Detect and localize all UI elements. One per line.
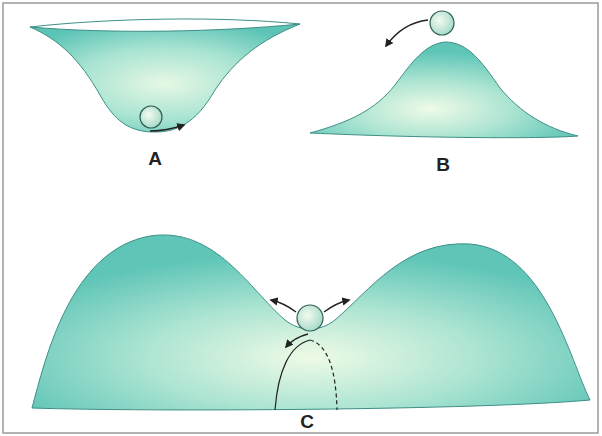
- panel-letter: A: [148, 149, 162, 168]
- hill-surface: [310, 11, 578, 138]
- valley-surface: [30, 19, 300, 132]
- saddle-surface: [32, 235, 590, 410]
- panel-letter: C: [300, 412, 314, 431]
- frame: [3, 3, 598, 433]
- panel-letter: B: [436, 155, 450, 174]
